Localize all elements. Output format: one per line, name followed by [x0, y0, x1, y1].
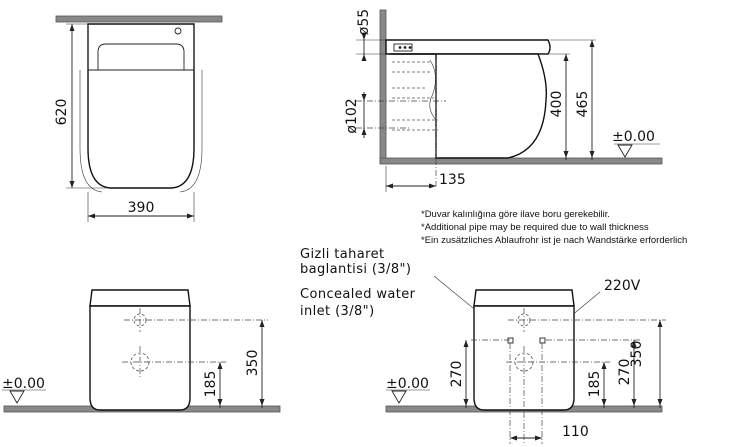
dim-rear-350: 350: [629, 341, 645, 368]
level-front: ±0.00: [2, 376, 45, 392]
notes: *Duvar kalınlığına göre ilave boru gerek…: [421, 209, 687, 246]
front-view-lid: [89, 289, 191, 307]
connection-labels: Gizli taharet baglantisi (3/8") Conceale…: [300, 247, 641, 341]
water-inlet-marker: [507, 337, 514, 344]
note-tr: *Duvar kalınlığına göre ilave boru gerek…: [421, 209, 610, 220]
level-rear: ±0.00: [386, 376, 429, 392]
dim-135: 135: [439, 172, 466, 188]
dim-rear-270-left: 270: [449, 361, 465, 388]
dim-dia55: ø55: [356, 9, 372, 35]
side-wall: [379, 9, 387, 163]
dim-rear-185: 185: [587, 371, 603, 398]
level-side: ±0.00: [612, 129, 655, 145]
note-en: *Additional pipe may be required due to …: [421, 222, 649, 233]
dim-220v: 220V: [604, 278, 641, 294]
note-de: *Ein zusätzliches Ablaufrohr ist je nach…: [421, 235, 687, 246]
label-tr-line2: baglantisi (3/8"): [300, 262, 411, 277]
power-inlet-marker: [539, 337, 546, 344]
top-view-button: [174, 27, 182, 35]
dim-rear-270: 270: [617, 359, 633, 386]
top-wall: [55, 15, 223, 23]
rear-view-lid: [473, 289, 575, 307]
side-view-bowl: [390, 53, 548, 159]
dim-390: 390: [128, 200, 155, 216]
side-view: ø55 ø102 400 465 ±0.00 135: [344, 9, 663, 192]
label-tr-line1: Gizli taharet: [300, 247, 385, 262]
label-en-line1: Concealed water: [300, 287, 416, 302]
dim-dia102: ø102: [344, 98, 360, 133]
label-en-line2: inlet (3/8"): [300, 304, 375, 319]
side-floor: [379, 157, 663, 165]
dim-465: 465: [575, 91, 591, 118]
dim-400: 400: [549, 91, 565, 118]
top-view: 620 390: [54, 15, 223, 222]
dim-front-185: 185: [203, 371, 219, 398]
rear-view: 270 185 270 350 ±0.00 110: [385, 289, 666, 444]
dim-rear-110: 110: [562, 424, 589, 440]
front-view: 185 350 ±0.00: [2, 289, 281, 413]
top-view-body: [87, 23, 195, 189]
dim-620: 620: [54, 99, 70, 126]
dim-front-350: 350: [245, 350, 261, 377]
